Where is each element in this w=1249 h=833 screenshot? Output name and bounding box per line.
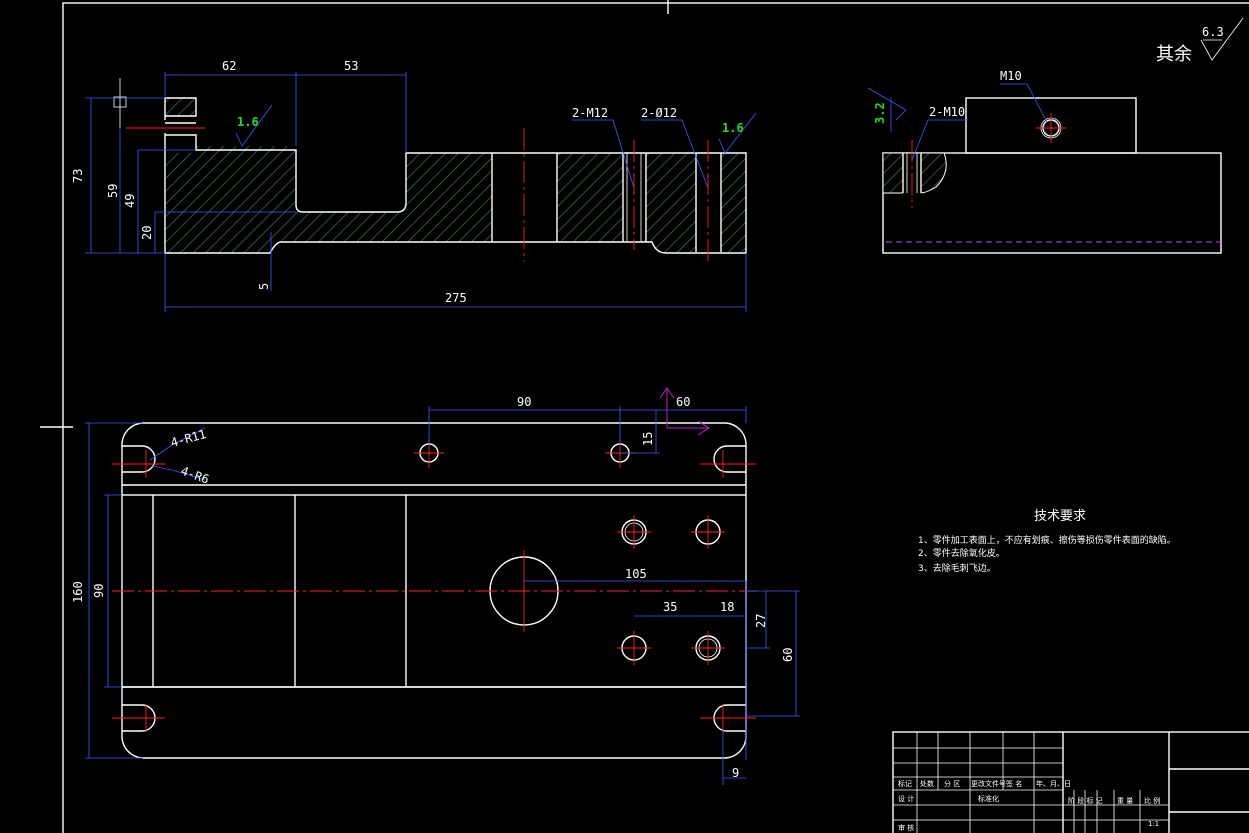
sheet-border [40, 0, 1249, 833]
svg-text:3.2: 3.2 [873, 102, 887, 124]
technical-requirements: 技术要求 1、零件加工表面上，不应有划痕、擦伤等损伤零件表面的缺陷。 2、零件去… [918, 509, 1176, 574]
side-view: M10 2-M10 3.2 [867, 69, 1222, 254]
dim-27: 27 [754, 614, 768, 628]
mounting-slot [112, 445, 165, 478]
front-view-section-hatch [165, 146, 746, 253]
top-view-outline [121, 422, 747, 486]
svg-text:重 量: 重 量 [1117, 797, 1133, 805]
svg-text:其余: 其余 [1156, 44, 1192, 65]
svg-text:1.6: 1.6 [237, 115, 259, 129]
svg-text:设 计: 设 计 [898, 794, 914, 803]
roughness-symbol: 3.2 [867, 87, 907, 132]
radius-callout-r6: 4-R6 [179, 464, 211, 487]
tech-req-item: 2、零件去除氧化皮。 [918, 547, 1005, 559]
general-roughness-note: 其余 6.3 [1156, 17, 1244, 65]
dim-90-top: 90 [517, 395, 531, 409]
dim-62: 62 [222, 59, 236, 73]
svg-text:更改文件号: 更改文件号 [971, 779, 1006, 788]
dim-49: 49 [123, 194, 137, 208]
front-view: 62 53 73 59 49 20 5 275 2-M12 2-Ø12 1.6 … [71, 59, 757, 312]
dim-73: 73 [71, 169, 85, 183]
dim-59: 59 [106, 184, 120, 198]
dim-35: 35 [663, 600, 677, 614]
top-view-dimensions [85, 406, 800, 785]
dim-60-top: 60 [676, 395, 690, 409]
svg-text:审 核: 审 核 [898, 823, 914, 832]
hole [691, 631, 725, 665]
hole [617, 515, 651, 549]
hole-callout-2-d12: 2-Ø12 [641, 106, 677, 120]
dim-20: 20 [140, 226, 154, 240]
tech-req-title: 技术要求 [1034, 509, 1086, 524]
dim-18: 18 [720, 600, 734, 614]
svg-text:6.3: 6.3 [1202, 25, 1224, 39]
dim-53: 53 [344, 59, 358, 73]
thread-callout-2-m10: 2-M10 [929, 105, 965, 119]
mounting-slot [700, 704, 756, 732]
tech-req-item: 1、零件加工表面上，不应有划痕、擦伤等损伤零件表面的缺陷。 [918, 534, 1176, 546]
top-view: 90 60 15 4-R11 4-R6 160 90 105 35 18 27 … [71, 387, 800, 785]
dim-160: 160 [71, 581, 85, 603]
dim-5: 5 [257, 283, 271, 290]
svg-text:比 例: 比 例 [1144, 796, 1160, 805]
tech-req-item: 3、去除毛刺飞边。 [918, 562, 996, 574]
radius-callout-r11: 4-R11 [169, 427, 208, 450]
svg-text:阶 段 标 记: 阶 段 标 记 [1068, 796, 1103, 805]
dim-90-side: 90 [92, 584, 106, 598]
mounting-slot [700, 445, 756, 478]
svg-text:1.6: 1.6 [722, 121, 744, 135]
thread-callout-m10: M10 [1000, 69, 1022, 83]
dim-275: 275 [445, 291, 467, 305]
dim-105: 105 [625, 567, 647, 581]
front-view-dimensions [85, 72, 747, 312]
svg-text:签 名: 签 名 [1006, 779, 1022, 788]
title-block: 标记 处数 分 区 更改文件号 签 名 年、月、日 设 计 标准化 审 核 阶 … [892, 731, 1249, 833]
roughness-symbol: 1.6 [235, 104, 273, 147]
ucs-icon [659, 387, 710, 436]
mounting-slot [112, 704, 165, 732]
svg-text:分 区: 分 区 [944, 779, 960, 788]
svg-text:年、月、日: 年、月、日 [1036, 779, 1071, 788]
front-view-section-hatch [165, 98, 196, 116]
front-view-outline [164, 97, 747, 254]
thread-callout-2-m12: 2-M12 [572, 106, 608, 120]
hole [617, 631, 651, 665]
dim-60-right: 60 [781, 648, 795, 662]
scale-value: 1:1 [1148, 820, 1159, 828]
dim-9: 9 [732, 766, 739, 780]
roughness-symbol: 1.6 [718, 112, 757, 154]
dim-15: 15 [641, 432, 655, 446]
svg-text:标记: 标记 [898, 779, 912, 788]
svg-text:处数: 处数 [920, 779, 934, 788]
hole [691, 515, 725, 549]
svg-text:标准化: 标准化 [978, 794, 999, 803]
